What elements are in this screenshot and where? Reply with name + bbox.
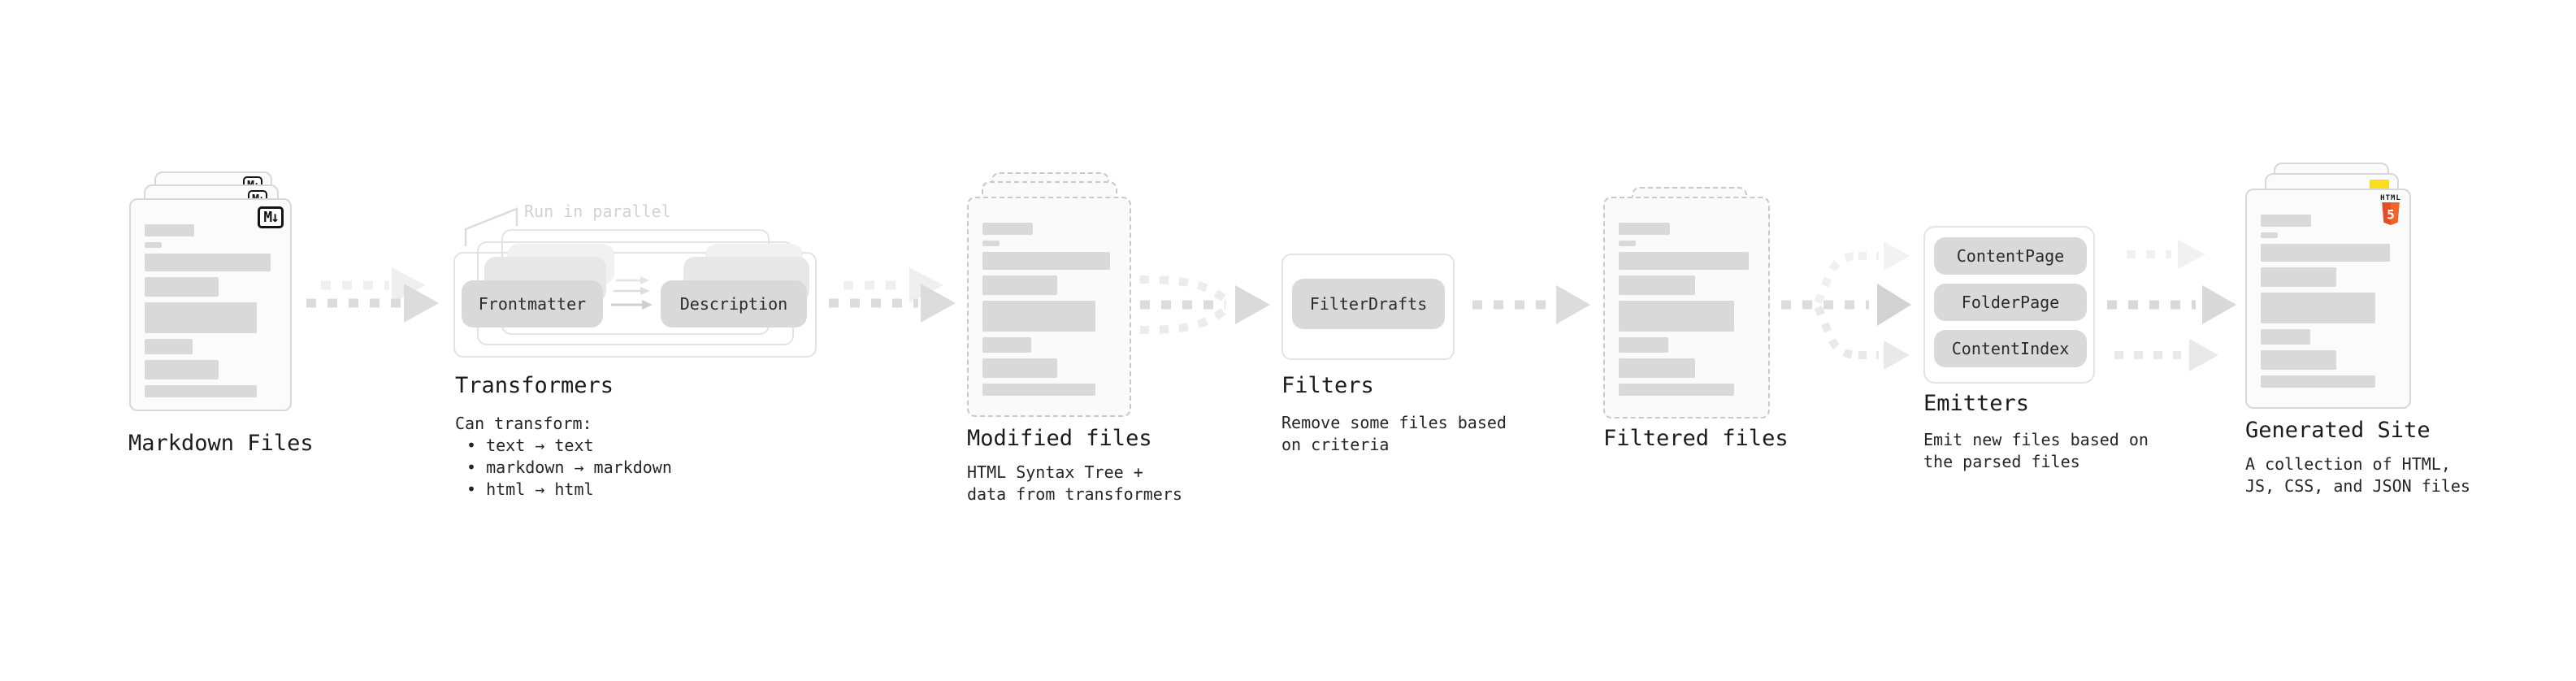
text-line-placeholder [2261, 329, 2310, 345]
stage-filters: FilterDrafts Filters Remove some files b… [1281, 195, 1507, 488]
text-line-placeholder [2261, 267, 2337, 287]
desc-line: JS, CSS, and JSON files [2245, 476, 2470, 496]
text-line-placeholder [982, 223, 1033, 235]
stage-description: Can transform: • text → text • markdown … [455, 413, 672, 501]
text-line-placeholder [145, 277, 219, 297]
desc-line: Can transform: [455, 414, 592, 433]
text-line-placeholder [1619, 223, 1670, 235]
text-line-placeholder [982, 301, 1096, 332]
text-line-placeholder [2261, 350, 2337, 370]
text-line-placeholder [1619, 301, 1734, 332]
desc-line: data from transformers [967, 484, 1182, 504]
stage-description: Emit new files based on the parsed files [1923, 429, 2149, 473]
desc-line: A collection of HTML, [2245, 454, 2451, 474]
text-line-placeholder [982, 337, 1031, 353]
arrow-transformers-to-modified-icon [829, 267, 956, 323]
transformer-frame-front [453, 252, 817, 358]
stage-label: Modified files [967, 426, 1152, 451]
text-line-placeholder [2261, 232, 2279, 238]
desc-line: Remove some files based [1281, 413, 1507, 432]
desc-line: the parsed files [1923, 452, 2080, 471]
text-line-placeholder [1619, 337, 1669, 353]
markdown-icon: M↓ [258, 206, 284, 228]
stage-label: Filters [1281, 373, 1374, 398]
text-line-placeholder [982, 252, 1111, 270]
transformer-chip-description: Description [661, 280, 807, 327]
html5-wordmark: HTML [2380, 194, 2401, 202]
text-line-placeholder [1619, 384, 1734, 396]
desc-bullet: • text → text [466, 436, 594, 455]
stage-description: Remove some files based on criteria [1281, 412, 1507, 456]
text-line-placeholder [2261, 215, 2312, 227]
run-in-parallel-callout-line [464, 207, 518, 246]
stage-generated-site: CSS HTML 5 Generated Site A collection o… [2245, 158, 2470, 516]
text-line-placeholder [2261, 375, 2376, 388]
arrow-filters-to-filtered-icon [1472, 285, 1590, 324]
emitter-chip-contentindex: ContentIndex [1934, 330, 2087, 367]
text-line-placeholder [982, 275, 1058, 295]
text-line-placeholder [982, 358, 1058, 378]
stage-transformers: Run in parallel Frontmatter Description … [453, 195, 827, 520]
stage-label: Emitters [1923, 391, 2030, 416]
stage-label: Markdown Files [128, 431, 314, 456]
modified-file-card [967, 197, 1131, 417]
arrow-emitters-to-generated-icon [2107, 240, 2236, 371]
arrow-markdown-to-transformers-icon [306, 267, 439, 323]
arrow-modified-to-filters-icon [1139, 275, 1270, 334]
desc-line: HTML Syntax Tree + [967, 462, 1143, 482]
html5-icon: HTML 5 [2380, 194, 2401, 228]
desc-line: on criteria [1281, 435, 1390, 454]
text-line-placeholder [145, 360, 219, 380]
text-line-placeholder [1619, 358, 1696, 378]
desc-bullet: • html → html [466, 479, 594, 499]
filtered-file-card [1603, 197, 1770, 419]
svg-text:5: 5 [2387, 206, 2395, 222]
document-text-placeholder [1619, 223, 1753, 401]
html5-shield: 5 [2382, 202, 2400, 225]
arrow-filtered-to-emitters-icon [1781, 241, 1911, 370]
markdown-file-card: M↓ [129, 198, 292, 411]
text-line-placeholder [982, 241, 1000, 246]
filters-frame [1281, 254, 1455, 360]
text-line-placeholder [145, 254, 271, 271]
emitter-chip-folderpage: FolderPage [1934, 284, 2087, 321]
document-text-placeholder [145, 224, 275, 403]
text-line-placeholder [1619, 241, 1637, 246]
document-text-placeholder [2261, 215, 2394, 393]
document-text-placeholder [982, 223, 1114, 401]
text-line-placeholder [145, 302, 257, 333]
transformer-chip-frontmatter: Frontmatter [462, 280, 603, 327]
stage-filtered-files: Filtered files [1603, 158, 1815, 484]
stage-description: HTML Syntax Tree + data from transformer… [967, 462, 1182, 505]
text-line-placeholder [145, 224, 194, 236]
stage-description: A collection of HTML, JS, CSS, and JSON … [2245, 453, 2470, 497]
transformer-flow-arrows-icon [611, 276, 653, 310]
text-line-placeholder [982, 384, 1096, 396]
stage-label: Transformers [455, 373, 614, 398]
text-line-placeholder [145, 385, 257, 397]
desc-line: Emit new files based on [1923, 430, 2149, 449]
stage-label: Filtered files [1603, 426, 1789, 451]
stage-label: Generated Site [2245, 418, 2431, 443]
run-in-parallel-note: Run in parallel [524, 202, 671, 221]
text-line-placeholder [1619, 275, 1696, 295]
text-line-placeholder [145, 242, 162, 248]
stage-modified-files: Modified files HTML Syntax Tree + data f… [967, 158, 1182, 516]
generated-site-card: HTML 5 [2245, 189, 2411, 409]
emitter-chip-contentpage: ContentPage [1934, 237, 2087, 275]
stage-markdown-files: M↓ M↓ M↓ Markdown Files [126, 158, 337, 484]
desc-bullet: • markdown → markdown [466, 458, 672, 477]
text-line-placeholder [1619, 252, 1750, 270]
filter-chip-filterdrafts: FilterDrafts [1292, 279, 1445, 329]
emitters-frame [1923, 226, 2095, 384]
text-line-placeholder [2261, 293, 2376, 323]
text-line-placeholder [2261, 244, 2391, 262]
stage-emitters: ContentPage FolderPage ContentIndex Emit… [1923, 195, 2149, 520]
text-line-placeholder [145, 339, 193, 354]
